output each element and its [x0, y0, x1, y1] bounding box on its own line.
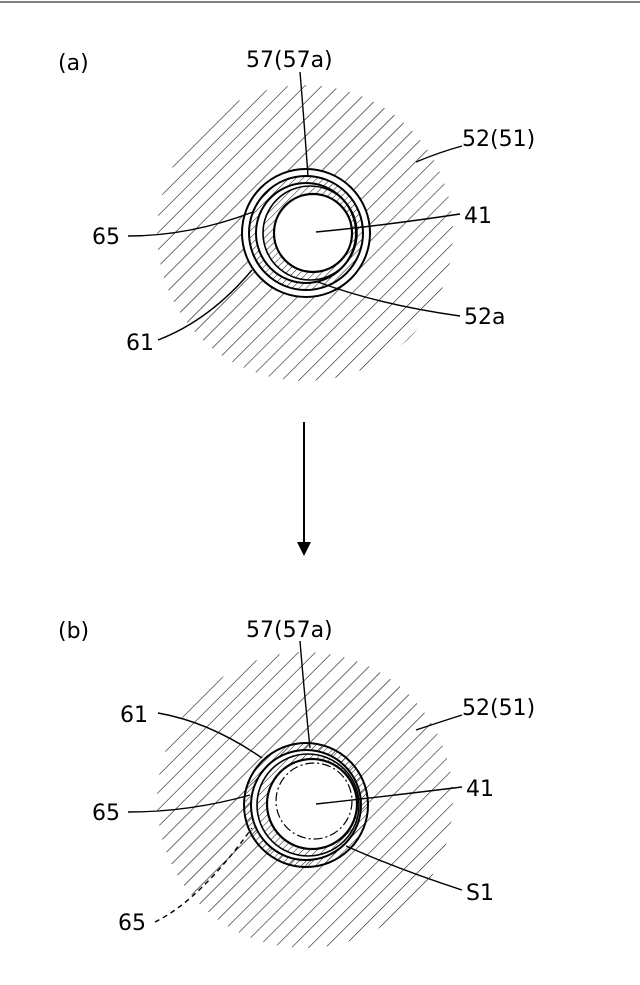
label-61-b: 61 — [120, 703, 148, 728]
panel-a: (a) 57(57a) 52(51) 65 41 61 52a — [58, 48, 535, 381]
label-52-b: 52(51) — [462, 696, 535, 721]
panel-a-label: (a) — [58, 51, 89, 76]
shaft-41 — [274, 194, 352, 272]
label-s1: S1 — [466, 881, 494, 906]
label-52: 52(51) — [462, 127, 535, 152]
label-65-b: 65 — [92, 801, 120, 826]
label-41: 41 — [464, 204, 492, 229]
panel-b: (b) 57(57a) 61 52(51) 65 41 65 S1 — [58, 618, 535, 948]
label-65: 65 — [92, 225, 120, 250]
label-65-dashed: 65 — [118, 911, 146, 936]
transition-arrow — [297, 422, 311, 556]
label-41-b: 41 — [466, 777, 494, 802]
panel-b-label: (b) — [58, 619, 89, 644]
shaft-41-b — [267, 759, 357, 849]
label-57-b: 57(57a) — [246, 618, 333, 643]
label-52a: 52a — [464, 305, 505, 330]
label-57: 57(57a) — [246, 48, 333, 73]
label-61: 61 — [126, 331, 154, 356]
